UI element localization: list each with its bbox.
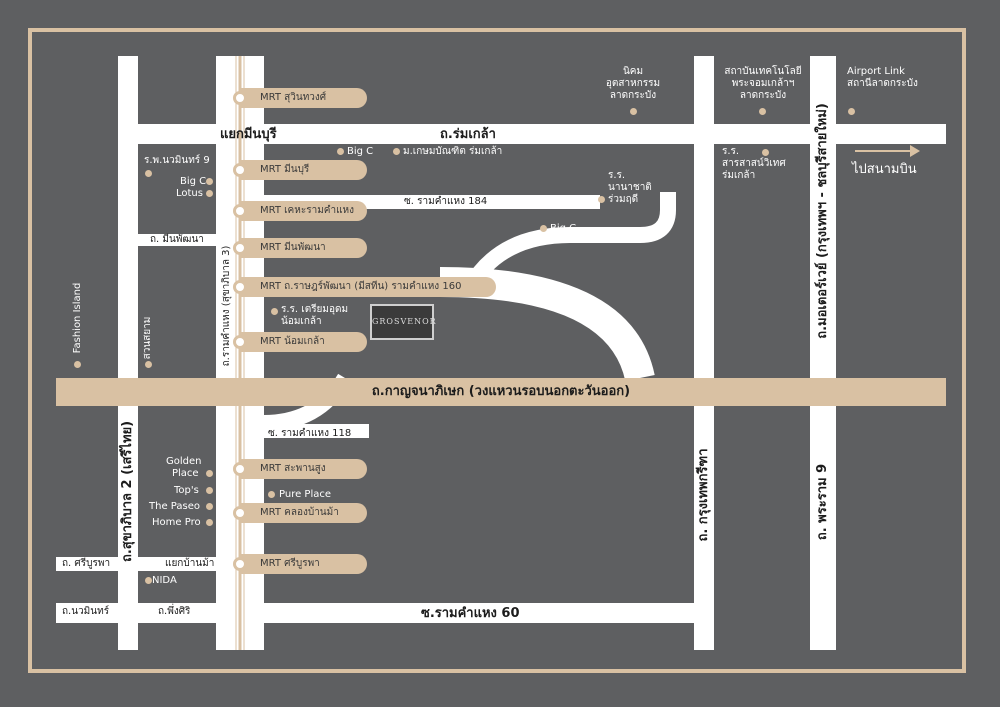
station-marker-icon [233, 204, 247, 218]
poi-nikhom-3: ลาดกระบัง [609, 90, 657, 101]
poi-big-c-minburi: Big C [180, 176, 207, 187]
poi-marker-icon [206, 470, 213, 477]
ban-ma-junction-label: แยกบ้านม้า [165, 558, 215, 569]
phueng-sri-label: ถ.พึ่งศิริ [158, 606, 191, 617]
poi-marker-icon [393, 148, 400, 155]
station-kheha-ramkhamhaeng[interactable]: MRT เคหะรามคำแหง [240, 201, 367, 221]
station-nom-klao[interactable]: MRT น้อมเกล้า [240, 332, 367, 352]
poi-airport-link-1: Airport Link [847, 66, 905, 77]
poi-kasem-bundit: ม.เกษมบัณฑิต ร่มเกล้า [403, 146, 503, 157]
station-marker-icon [233, 506, 247, 520]
grosvenor-logo: GROSVENOR [370, 304, 436, 340]
poi-golden-place-2: Place [172, 468, 199, 479]
station-marker-icon [233, 557, 247, 571]
station-saphan-sung[interactable]: MRT สะพานสูง [240, 459, 367, 479]
poi-sarasas-3: ร่มเกล้า [722, 170, 756, 181]
poi-big-c-romklao: Big C [347, 146, 374, 157]
poi-home-pro: Home Pro [152, 517, 201, 528]
road-soi60 [56, 603, 696, 623]
poi-kmitl-1: สถาบันเทคโนโลยี [724, 66, 802, 77]
road-kanchanaphisek [56, 378, 946, 406]
poi-airport-link-2: สถานีลาดกระบัง [847, 78, 918, 89]
poi-triam-udom-2: น้อมเกล้า [281, 316, 322, 327]
road-motorway [810, 56, 836, 650]
poi-marker-icon [145, 361, 152, 368]
station-marker-icon [233, 163, 247, 177]
poi-marker-icon [630, 108, 637, 115]
poi-nawamin9-hospital: ร.พ.นวมินทร์ 9 [144, 155, 210, 166]
poi-nikhom-2: อุตสาหกรรม [605, 78, 661, 89]
poi-suan-siam: สวนสยาม [142, 316, 153, 360]
poi-marker-icon [762, 149, 769, 156]
soi60-label: ซ.รามคำแหง 60 [421, 606, 520, 621]
soi184-label: ซ. รามคำแหง 184 [404, 196, 488, 207]
road-krungthep-kreetha [694, 56, 714, 650]
poi-marker-icon [206, 503, 213, 510]
motorway-label: ถ.มอเตอร์เวย์ (กรุงเทพฯ - ชลบุรีสายใหม่) [815, 103, 830, 339]
poi-nikhom-1: นิคม [622, 66, 644, 77]
sukhaphiban2-label: ถ.สุขาภิบาล 2 (เสรีไทย) [120, 420, 135, 562]
ramkhamhaeng-label: ถ.รามคำแหง (สุขาภิบาล 3) [221, 245, 232, 367]
station-si-burapha[interactable]: MRT ศรีบูรพา [240, 554, 367, 574]
station-marker-icon [233, 280, 247, 294]
arrow-right-icon [855, 145, 920, 157]
sriburapha-label: ถ. ศรีบูรพา [62, 558, 111, 569]
poi-nanachat-1: ร.ร. [608, 170, 626, 181]
poi-kmitl-2: พระจอมเกล้าฯ [731, 78, 795, 89]
poi-tops: Top's [174, 485, 199, 496]
station-marker-icon [233, 462, 247, 476]
krungthep-kreetha-label: ถ. กรุงเทพกรีฑา [696, 448, 711, 542]
soi118-label: ซ. รามคำแหง 118 [268, 428, 352, 439]
road-sriburapha [56, 557, 218, 571]
poi-marker-icon [598, 196, 605, 203]
minburi-junction-label: แยกมีนบุรี [220, 127, 277, 142]
poi-marker-icon [848, 108, 855, 115]
poi-kmitl-3: ลาดกระบัง [739, 90, 787, 101]
poi-marker-icon [540, 225, 547, 232]
station-minburi[interactable]: MRT มีนบุรี [240, 160, 367, 180]
map-frame [28, 28, 966, 673]
poi-marker-icon [206, 178, 213, 185]
poi-pure-place: Pure Place [279, 489, 332, 500]
poi-golden-place-1: Golden [166, 456, 202, 467]
poi-marker-icon [145, 577, 152, 584]
station-marker-icon [233, 91, 247, 105]
poi-nida: NIDA [152, 575, 177, 586]
poi-marker-icon [206, 487, 213, 494]
station-marker-icon [233, 241, 247, 255]
poi-sarasas-2: สารสาสน์วิเทศ [722, 158, 786, 169]
poi-fashion-island: Fashion Island [72, 282, 83, 354]
road-sukhaphiban2 [118, 56, 138, 650]
poi-marker-icon [271, 308, 278, 315]
poi-big-c-curve: Big C [550, 223, 577, 234]
poi-marker-icon [268, 491, 275, 498]
station-rat-phatthana[interactable]: MRT ถ.ราษฎร์พัฒนา (มีสทีน) รามคำแหง 160 [240, 277, 496, 297]
poi-sarasas-1: ร.ร. [722, 146, 740, 157]
poi-nanachat-3: ร่วมฤดี [608, 194, 639, 205]
poi-lotus: Lotus [176, 188, 203, 199]
romklao-label: ถ.ร่มเกล้า [440, 127, 496, 142]
min-phatthana-label: ถ. มีนพัฒนา [150, 234, 204, 245]
road-curve-upper [463, 192, 676, 292]
road-min-phatthana [138, 234, 218, 246]
rama9-label: ถ. พระราม 9 [815, 463, 830, 541]
poi-marker-icon [206, 190, 213, 197]
to-airport-label: ไปสนามบิน [852, 162, 917, 177]
nawamin-label: ถ.นวมินทร์ [62, 606, 110, 617]
station-suwinthawong[interactable]: MRT สุวินทวงศ์ [240, 88, 367, 108]
poi-marker-icon [145, 170, 152, 177]
station-marker-icon [233, 335, 247, 349]
poi-marker-icon [206, 519, 213, 526]
poi-marker-icon [74, 361, 81, 368]
poi-triam-udom-1: ร.ร. เตรียมอุดม [281, 304, 349, 315]
road-romklao [138, 124, 946, 144]
poi-marker-icon [759, 108, 766, 115]
kanchanaphisek-label: ถ.กาญจนาภิเษก (วงแหวนรอบนอกตะวันออก) [371, 384, 631, 399]
station-min-phatthana[interactable]: MRT มีนพัฒนา [240, 238, 367, 258]
poi-nanachat-2: นานาชาติ [608, 182, 652, 193]
poi-marker-icon [337, 148, 344, 155]
station-khlong-ban-ma[interactable]: MRT คลองบ้านม้า [240, 503, 367, 523]
poi-paseo: The Paseo [149, 501, 200, 512]
